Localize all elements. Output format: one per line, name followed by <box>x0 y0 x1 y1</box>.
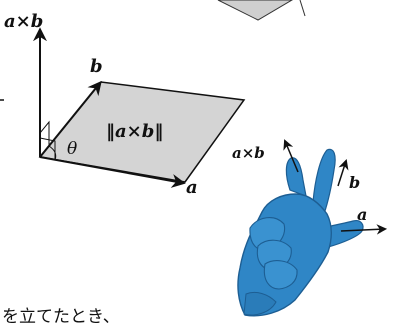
angle-label: θ <box>67 139 77 159</box>
vector-b-label: b <box>90 56 103 77</box>
partial-line-top <box>299 0 306 17</box>
right-angle-marker-1 <box>39 120 50 146</box>
hand-vector-a-arrow <box>340 224 388 235</box>
magnitude-label: ‖a×b‖ <box>106 121 163 142</box>
hand-vector-b-arrow <box>337 158 349 187</box>
vector-b-arrow <box>39 80 102 158</box>
cross-product-label: a×b <box>4 11 43 32</box>
caption-fragment: を立てたとき、 <box>2 307 120 325</box>
hand-cross-product-arrow <box>283 139 299 173</box>
vector-a-arrow <box>39 156 186 188</box>
angle-arc <box>48 145 57 161</box>
right-hand-rule-icon <box>237 148 364 317</box>
partial-shape-top <box>217 0 293 21</box>
vector-a-label: a <box>186 177 198 198</box>
hand-vector-a-label: a <box>357 205 367 224</box>
hand-cross-product-label: a×b <box>232 144 265 162</box>
hand-vector-b-label: b <box>349 173 360 192</box>
